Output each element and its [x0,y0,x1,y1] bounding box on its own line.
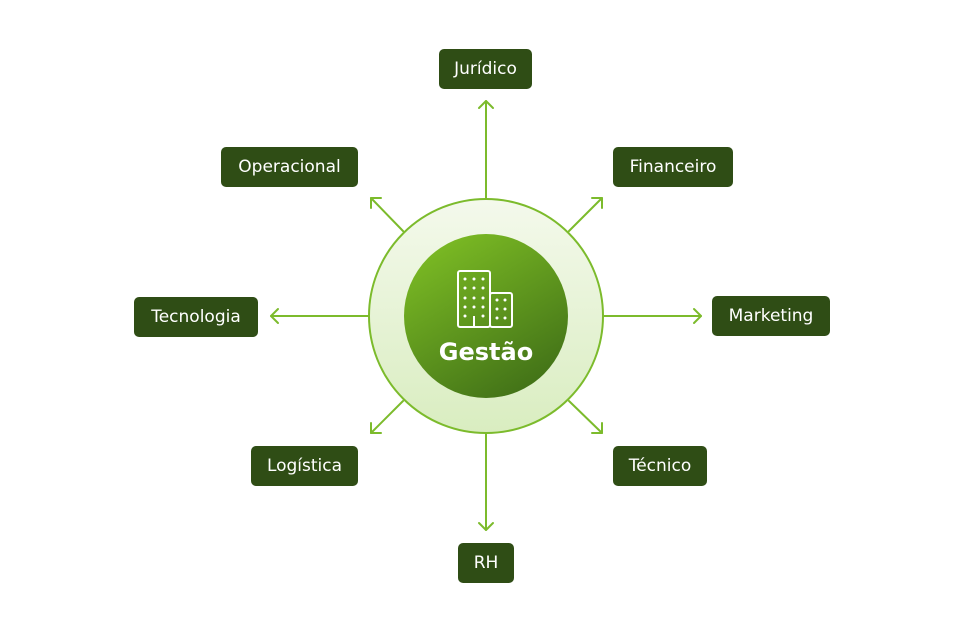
node-marketing: Marketing [712,296,830,336]
arrow-left [270,308,369,324]
arrow-up [478,100,494,199]
arrow-right [603,308,702,324]
arrow-upper-right [568,197,603,232]
node-logistica: Logística [251,446,358,486]
node-financeiro: Financeiro [613,147,733,187]
node-tecnico: Técnico [613,446,707,486]
arrow-down [478,433,494,531]
buildings-icon [457,270,513,328]
arrow-lower-right [568,400,603,434]
arrow-lower-left [370,400,404,434]
center-circle [404,234,568,398]
arrow-upper-left [370,197,404,232]
node-operacional: Operacional [221,147,358,187]
center-label: Gestão [438,338,534,366]
node-juridico: Jurídico [439,49,532,89]
node-tecnologia: Tecnologia [134,297,258,337]
node-rh: RH [458,543,514,583]
